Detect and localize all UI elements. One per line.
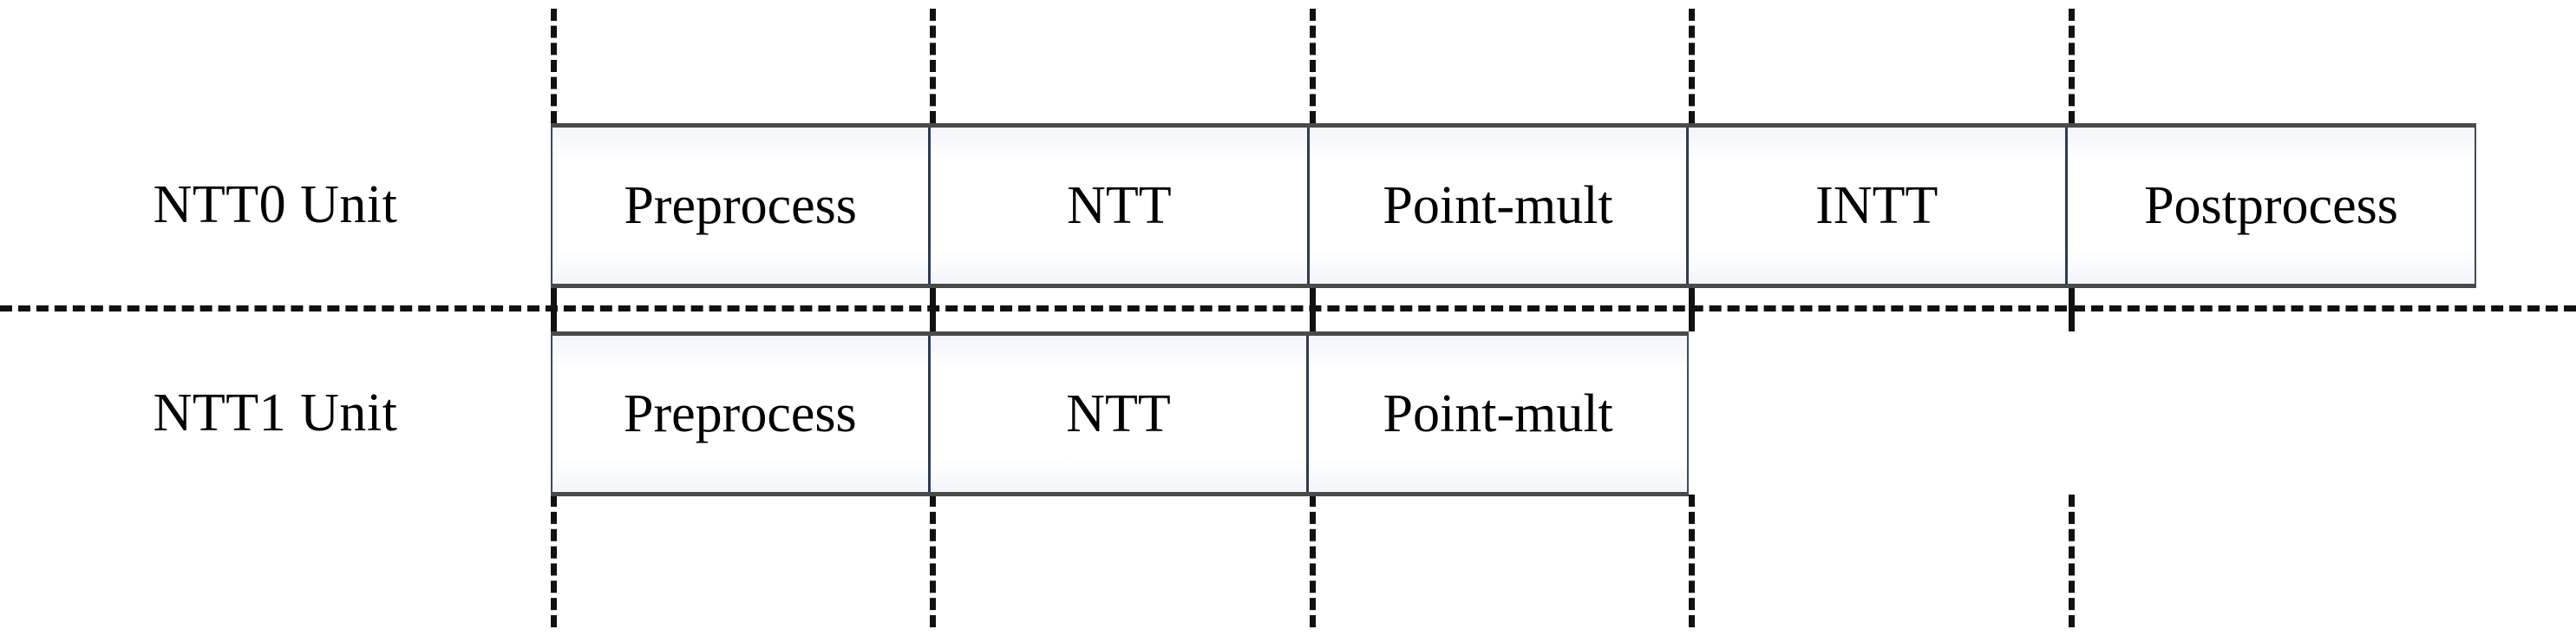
cycle-guide-5-bottom [2069, 495, 2075, 627]
cycle-guide-3-gap [1310, 308, 1316, 331]
cycle-guide-3-mid [1310, 286, 1316, 308]
cycle-guide-1-mid [551, 286, 557, 308]
row-label-ntt1-unit: NTT1 Unit [153, 384, 398, 443]
cycle-guide-1-top [551, 9, 557, 123]
cycle-guide-4-mid [1689, 286, 1695, 308]
stage-cell-preprocess-ntt0: Preprocess [552, 128, 932, 284]
stage-cell-point-mult-ntt1: Point-mult [1383, 384, 1613, 443]
cycle-guide-1-bottom [551, 495, 557, 627]
cycle-guide-4-gap [1689, 308, 1695, 331]
cycle-guide-5-gap [2069, 308, 2075, 331]
unit-row-separator [0, 305, 2576, 311]
cycle-guide-5-mid [2069, 286, 2075, 308]
cycle-guide-4-bottom [1689, 495, 1695, 627]
cycle-guide-5-top [2069, 9, 2075, 123]
pipeline-bar-ntt0: Preprocess NTT Point-mult INTT Postproce… [551, 123, 2476, 288]
cycle-guide-1-gap [551, 308, 557, 331]
cycle-guide-2-gap [930, 308, 936, 331]
cycle-guide-3-top [1310, 9, 1316, 123]
stage-cell-ntt-ntt0: NTT [931, 128, 1311, 284]
cycle-guide-2-bottom [930, 495, 936, 627]
cycle-guide-2-top [930, 9, 936, 123]
cycle-guide-3-bottom [1310, 495, 1316, 627]
stage-cell-preprocess-ntt1: Preprocess [552, 336, 931, 492]
stage-cell-intt-ntt0: INTT [1689, 128, 2068, 284]
stage-cell-point-mult-ntt0: Point-mult [1310, 128, 1689, 284]
cycle-guide-4-top [1689, 9, 1695, 123]
stage-cell-postprocess-ntt0: Postprocess [2144, 176, 2398, 235]
pipeline-bar-ntt1: Preprocess NTT Point-mult [551, 331, 1689, 496]
stage-cell-ntt-ntt1: NTT [931, 336, 1310, 492]
cycle-guide-2-mid [930, 286, 936, 308]
row-label-ntt0-unit: NTT0 Unit [153, 175, 398, 234]
